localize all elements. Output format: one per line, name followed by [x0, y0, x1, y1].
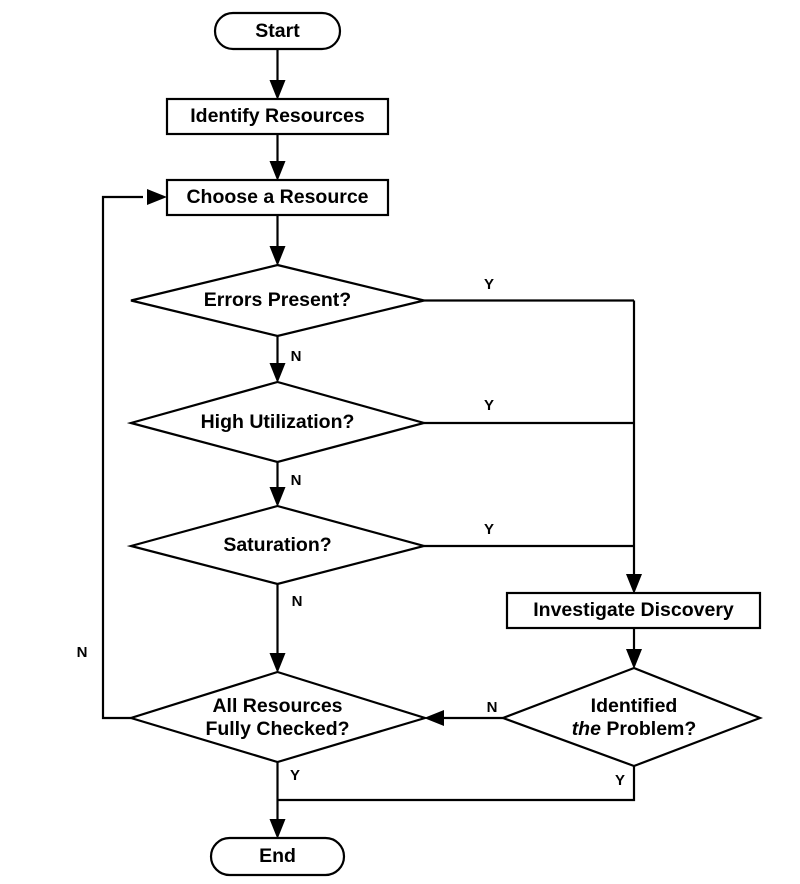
- node-identify-resources-label: Identify Resources: [190, 105, 365, 127]
- node-end-label: End: [259, 845, 296, 867]
- edge-label-saturation-yes: Y: [484, 521, 494, 538]
- arrowhead-identify-to-choose: [269, 161, 286, 181]
- node-start-label: Start: [255, 20, 300, 42]
- edge-label-errors-no: N: [291, 348, 302, 365]
- node-errors-present[interactable]: [130, 263, 425, 338]
- edge-label-identified-no: N: [487, 699, 498, 716]
- edge-label-identified-yes: Y: [615, 772, 625, 789]
- edge-all-checked-no-loop: [101, 195, 143, 720]
- node-high-utilization[interactable]: [126, 380, 429, 464]
- node-errors-present-label: Errors Present?: [204, 289, 351, 311]
- arrowhead-investigate-to-identified: [626, 649, 642, 669]
- node-choose-resource-label: Choose a Resource: [186, 186, 368, 208]
- arrowhead-choose-to-errors: [269, 246, 286, 266]
- arrowhead-loop-to-choose: [147, 189, 167, 205]
- node-start[interactable]: [213, 11, 342, 51]
- edge-label-saturation-no: N: [292, 593, 303, 610]
- identified-problem-italic-the: the: [572, 718, 601, 740]
- node-investigate-discovery[interactable]: [505, 591, 762, 630]
- arrowhead-errors-no: [269, 363, 286, 383]
- arrowhead-start-to-identify: [269, 80, 286, 100]
- edge-identified-yes: [277, 766, 636, 802]
- node-investigate-discovery-label: Investigate Discovery: [533, 599, 734, 621]
- arrowhead-merge-to-investigate: [626, 574, 642, 594]
- node-identified-problem-label-line1: Identified: [591, 695, 678, 717]
- node-high-utilization-label: High Utilization?: [201, 411, 355, 433]
- arrowhead-identified-no: [424, 710, 444, 726]
- node-identified-problem-label-line2: the Problem?: [572, 718, 697, 740]
- arrowhead-to-end: [269, 819, 286, 839]
- node-saturation[interactable]: [126, 504, 429, 586]
- identified-problem-rest: Problem?: [601, 718, 696, 740]
- node-end[interactable]: [209, 836, 346, 877]
- node-choose-resource[interactable]: [165, 178, 390, 217]
- arrowhead-utilization-no: [269, 487, 286, 507]
- edge-label-all-checked-no: N: [77, 644, 88, 661]
- node-identify-resources[interactable]: [165, 97, 390, 136]
- edge-label-all-checked-yes: Y: [290, 767, 300, 784]
- node-identified-problem[interactable]: [499, 666, 764, 768]
- edge-label-utilization-no: N: [291, 472, 302, 489]
- arrowhead-saturation-no: [269, 653, 286, 673]
- node-all-resources-checked-label-line1: All Resources: [212, 695, 342, 717]
- edge-label-errors-yes: Y: [484, 276, 494, 293]
- edge-label-utilization-yes: Y: [484, 397, 494, 414]
- node-all-resources-checked-label-line2: Fully Checked?: [205, 718, 349, 740]
- node-saturation-label: Saturation?: [223, 534, 331, 556]
- node-all-resources-checked[interactable]: [127, 670, 429, 764]
